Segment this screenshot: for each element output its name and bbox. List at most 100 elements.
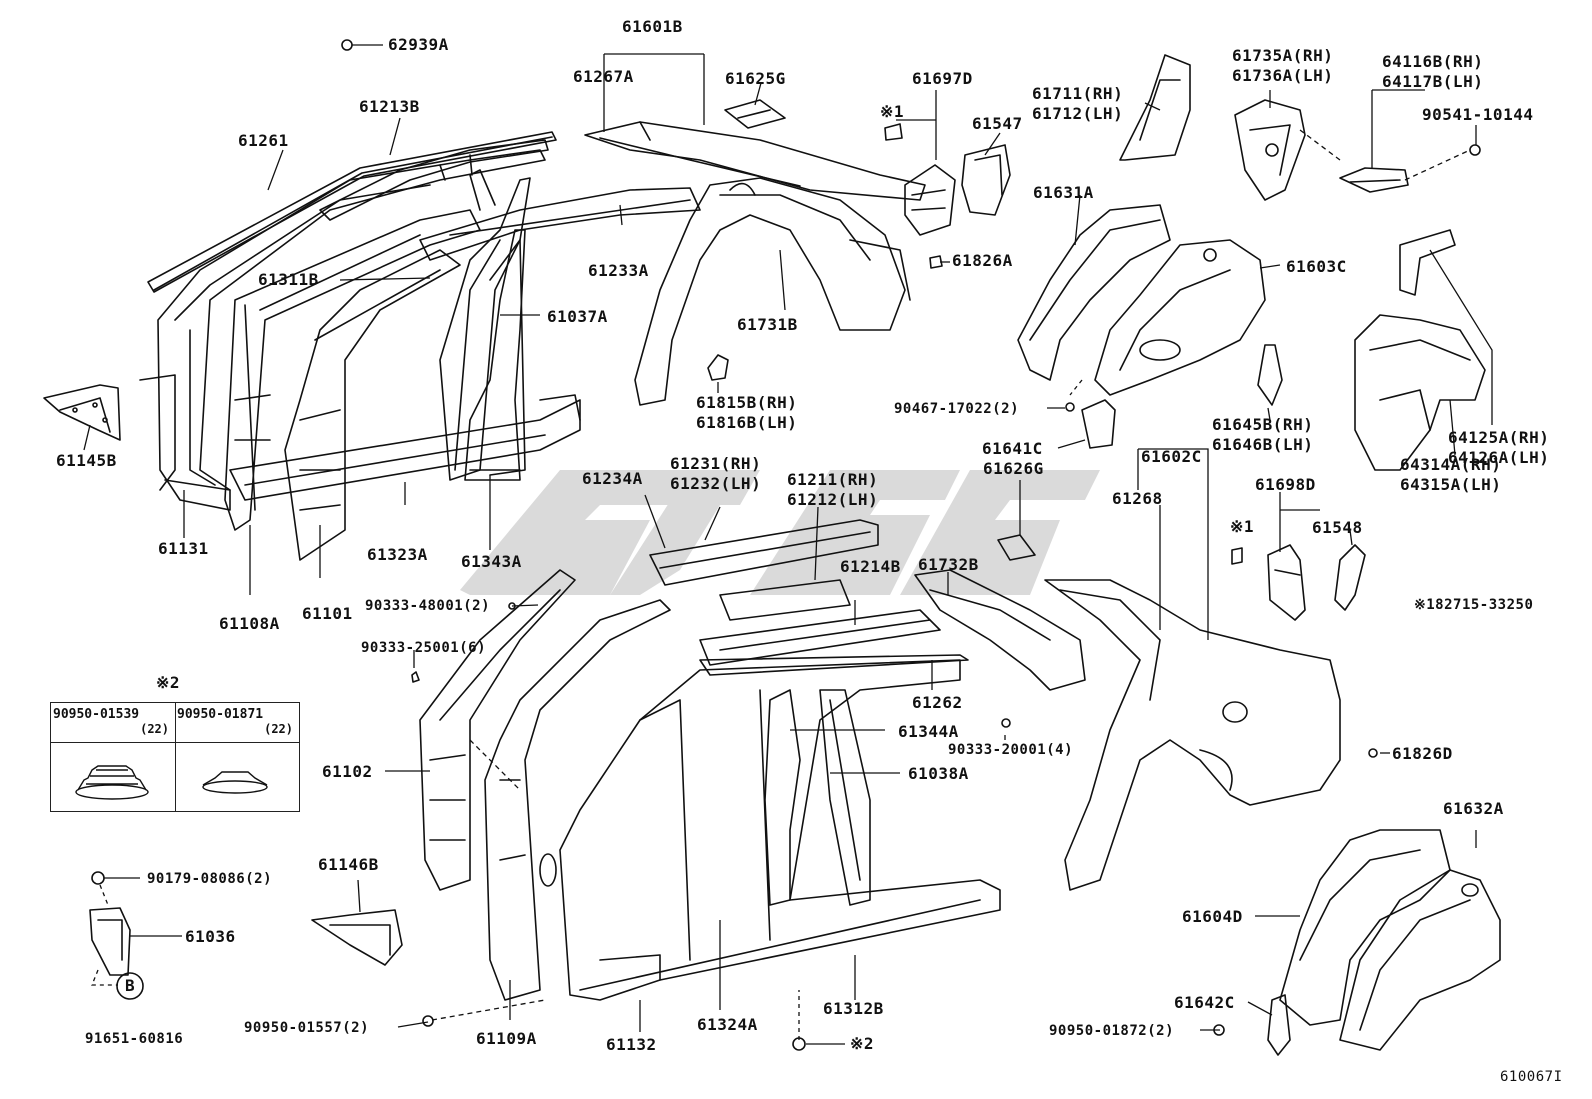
part-61213B-upper-rail [319,139,549,221]
label-90950-01872: 90950-01872(2) [1049,1023,1175,1039]
label-90541-10144: 90541-10144 [1422,105,1534,124]
label-90333-20001: 90333-20001(4) [948,742,1074,758]
label-61037A: 61037A [547,307,608,326]
grommet-flat-icon [202,771,268,794]
label-61601B: 61601B [622,17,683,36]
part-61698D-bracket [1231,544,1306,621]
label-61324A: 61324A [697,1015,758,1034]
label-61632A: 61632A [1443,799,1504,818]
part-64116B-bracket [1339,144,1481,193]
label-90467-17022: 90467-17022(2) [894,401,1020,417]
label-91651-60816: 91651-60816 [85,1031,184,1047]
label-61262: 61262 [912,693,963,712]
label-61213B: 61213B [359,97,420,116]
label-61625G: 61625G [725,69,786,88]
label-61102: 61102 [322,762,373,781]
part-61102-front-pillar [419,569,576,891]
part-61604D-wheelhouse [1279,829,1451,1026]
label-64314A: 64314A(RH) [1400,455,1502,474]
part-61603C-wheelhouse [1094,239,1266,396]
note-star1: ※182715-33250 [1414,597,1534,613]
label-61101: 61101 [302,604,353,623]
label-90950-01557: 90950-01557(2) [244,1020,370,1036]
part-61625G-bracket [724,99,786,129]
b-circle-letter: B [125,976,136,995]
part-64125A-panel [1399,229,1456,296]
label-61816B: 61816B(LH) [696,413,798,432]
label-61231: 61231(RH) [670,454,762,473]
label-61267A: 61267A [573,67,634,86]
label-64126A: 64126A(LH) [1448,448,1550,467]
label-61547: 61547 [972,114,1023,133]
part-64314A-panel [1354,314,1486,471]
legend-part-qty: (22) [140,722,169,736]
part-61645B-bracket [1257,344,1283,406]
label-61698D: 61698D [1255,475,1316,494]
label-61132: 61132 [606,1035,657,1054]
part-61632A-wheelhouse [1339,869,1501,1051]
label-61036: 61036 [185,927,236,946]
diagram-code: 610067I [1500,1069,1563,1085]
label-61214B: 61214B [840,557,901,576]
part-61146B-bracket [311,909,403,966]
label-64117B: 64117B(LH) [1382,72,1484,91]
part-61641C-bracket [1065,399,1116,449]
label-61548: 61548 [1312,518,1363,537]
label-61343A: 61343A [461,552,522,571]
label-61311B: 61311B [258,270,319,289]
label-61323A: 61323A [367,545,428,564]
label-61735A: 61735A(RH) [1232,46,1334,65]
label-61038A: 61038A [908,764,969,783]
part-61732B-panel [914,569,1086,691]
part-61601B-roof-center [584,121,926,201]
part-61548-bracket [1334,544,1366,611]
label-61344A: 61344A [898,722,959,741]
label-61604D: 61604D [1182,907,1243,926]
part-61145B-bracket [43,384,121,441]
label-61631A: 61631A [1033,183,1094,202]
label-61234A: 61234A [582,469,643,488]
legend-cell-2: 90950-01871 (22) [175,703,299,811]
star1-mark-upper: ※1 [880,102,905,121]
label-62939A: 62939A [388,35,449,54]
label-61642C: 61642C [1174,993,1235,1012]
part-61131-side-frame [139,149,546,511]
part-61211-roof-rail [699,579,941,666]
label-61146B: 61146B [318,855,379,874]
part-61735A-bracket [1234,99,1306,201]
label-90179-08086: 90179-08086(2) [147,871,273,887]
part-61311B-inner-pillar [224,209,481,531]
part-61631A-inner-quarter [1017,204,1171,381]
part-61826A-plug [929,255,943,269]
leader-lines [83,44,1493,1045]
label-64125A: 64125A(RH) [1448,428,1550,447]
legend-icons [75,765,268,800]
part-61731B-quarter-inner [634,177,911,406]
part-61323A-rocker [229,394,581,501]
b-circle-mark [116,972,144,1000]
label-61626G: 61626G [983,459,1044,478]
part-61036-bracket [89,871,131,976]
label-64116B: 64116B(RH) [1382,52,1484,71]
part-61101-pillar [284,249,461,561]
legend-part-number: 90950-01871 [177,707,264,722]
grommet-ribbed-icon [75,765,149,800]
part-61711-extension [1119,54,1191,161]
label-61697D: 61697D [912,69,973,88]
part-61626G-bracket [997,534,1036,561]
note-star2: ※2 [850,1034,875,1053]
part-61697D-bracket [884,123,956,236]
label-61732B: 61732B [918,555,979,574]
label-90333-48001: 90333-48001(2) [365,598,491,614]
label-61645B: 61645B(RH) [1212,415,1314,434]
legend-part-number: 90950-01539 [53,707,140,722]
watermark-logo [460,470,1100,595]
label-61268: 61268 [1112,489,1163,508]
legend-divider [51,742,299,743]
label-61261: 61261 [238,131,289,150]
label-61145B: 61145B [56,451,117,470]
label-61232: 61232(LH) [670,474,762,493]
part-61109A-lower-pillar [484,599,671,1001]
